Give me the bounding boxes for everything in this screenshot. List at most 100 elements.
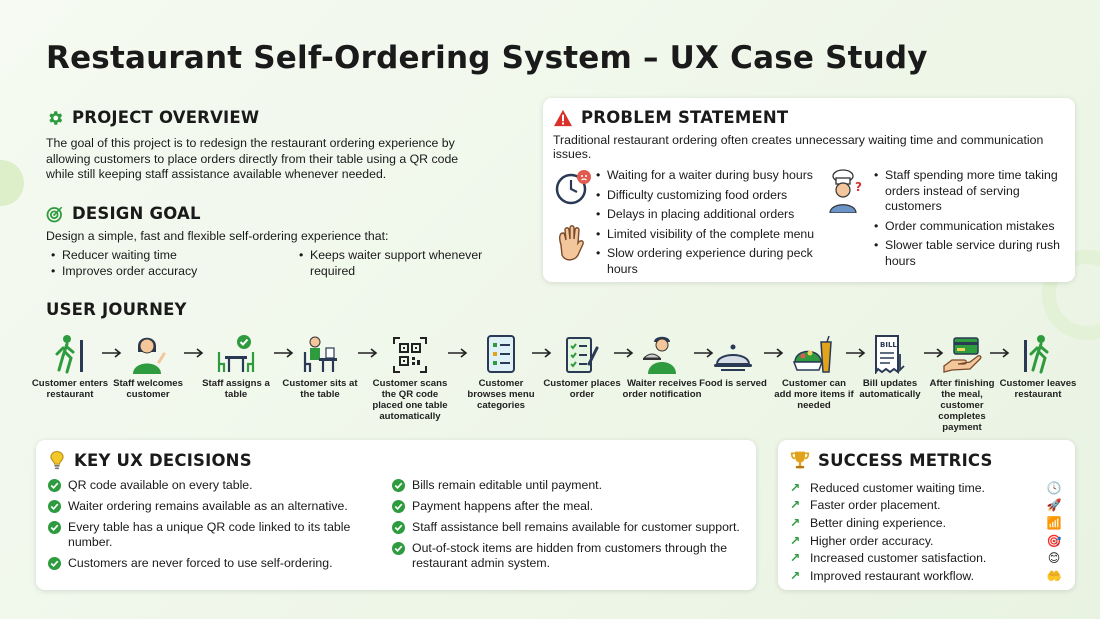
goal-item: Improves order accuracy bbox=[46, 263, 294, 279]
trophy-icon bbox=[790, 451, 810, 469]
problem-statement-card: PROBLEM STATEMENT Traditional restaurant… bbox=[543, 98, 1075, 282]
check-circle-icon bbox=[48, 521, 61, 534]
problem-item: Difficulty customizing food orders bbox=[595, 188, 817, 204]
journey-step-8: Waiter receives order notification bbox=[622, 328, 702, 400]
problem-item: Slow ordering experience during peck hou… bbox=[595, 246, 817, 277]
key-ux-decisions-card: KEY UX DECISIONS QR code available on ev… bbox=[36, 440, 756, 590]
overview-text: The goal of this project is to redesign … bbox=[46, 136, 459, 181]
problem-item: Limited visibility of the complete menu bbox=[595, 227, 817, 243]
trend-up-icon: ↗ bbox=[790, 533, 801, 548]
metric-item: ↗Faster order placement.🚀 bbox=[790, 498, 1062, 513]
warning-icon bbox=[554, 109, 572, 126]
payment-icon bbox=[943, 337, 982, 373]
journey-step-label: Customer places order bbox=[543, 378, 621, 400]
problem-item: Delays in placing additional orders bbox=[595, 207, 817, 223]
hand-coin-icon: 🤲 bbox=[1046, 568, 1062, 583]
check-circle-icon bbox=[48, 500, 61, 513]
metric-item: ↗Higher order accuracy.🎯 bbox=[790, 533, 1062, 548]
arrow-right-icon bbox=[358, 348, 378, 358]
arrow-right-icon bbox=[990, 348, 1010, 358]
arrow-right-icon bbox=[694, 348, 714, 358]
journey-step-12: After finishing the meal, customer compl… bbox=[922, 328, 1002, 433]
bill-icon: BILL bbox=[875, 335, 905, 374]
journey-step-11: BILL Bill updates automatically bbox=[850, 328, 930, 400]
leaving-person-icon bbox=[1024, 335, 1049, 374]
ux-list-left: QR code available on every table. Waiter… bbox=[48, 478, 392, 577]
stressed-clock-icon bbox=[555, 170, 591, 205]
journey-step-6: Customer browses menu categories bbox=[461, 328, 541, 411]
check-circle-icon bbox=[392, 500, 405, 513]
problem-list-left: Waiting for a waiter during busy hours D… bbox=[595, 168, 817, 281]
user-journey-flow: Customer enters restaurant Staff welcome… bbox=[32, 328, 1078, 433]
goal-item: Keeps waiter support whenever required bbox=[294, 247, 484, 279]
journey-step-label: Customer sits at the table bbox=[282, 378, 358, 400]
problem-item: Staff spending more time taking orders i… bbox=[873, 168, 1073, 215]
ux-decision-item: Waiter ordering remains available as an … bbox=[48, 499, 392, 514]
problem-intro: Traditional restaurant ordering often cr… bbox=[553, 133, 1044, 161]
problem-item: Waiting for a waiter during busy hours bbox=[595, 168, 817, 184]
arrow-right-icon bbox=[532, 348, 552, 358]
journey-step-4: Customer sits at the table bbox=[280, 328, 360, 400]
journey-step-label: Staff assigns a table bbox=[202, 378, 270, 400]
journey-step-10: Customer can add more items if needed bbox=[774, 328, 854, 411]
page-title: Restaurant Self-Ordering System – UX Cas… bbox=[46, 40, 928, 76]
metric-item: ↗Reduced customer waiting time.🕓 bbox=[790, 480, 1062, 495]
design-goal: DESIGN GOAL Design a simple, fast and fl… bbox=[46, 204, 486, 279]
journey-step-label: Customer scans the QR code placed one ta… bbox=[372, 378, 448, 422]
trend-up-icon: ↗ bbox=[790, 480, 801, 495]
ux-decision-item: Out-of-stock items are hidden from custo… bbox=[392, 541, 742, 571]
waving-hand-icon bbox=[558, 225, 584, 261]
overview-heading: PROJECT OVERVIEW bbox=[46, 108, 486, 127]
rocket-icon: 🚀 bbox=[1046, 498, 1062, 513]
target-icon: 🎯 bbox=[1046, 533, 1062, 548]
arrow-right-icon bbox=[102, 348, 122, 358]
problem-item: Slower table service during rush hours bbox=[873, 238, 1073, 269]
check-circle-icon bbox=[392, 542, 405, 555]
problem-heading: PROBLEM STATEMENT bbox=[553, 108, 1065, 127]
qr-scan-icon bbox=[393, 337, 427, 373]
ux-decision-item: Payment happens after the meal. bbox=[392, 499, 742, 514]
cloche-icon bbox=[714, 344, 752, 371]
journey-step-1: Customer enters restaurant bbox=[30, 328, 110, 400]
metric-item: ↗Better dining experience.📶 bbox=[790, 515, 1062, 530]
success-metrics-card: SUCCESS METRICS ↗Reduced customer waitin… bbox=[778, 440, 1075, 590]
metric-item: ↗Improved restaurant workflow.🤲 bbox=[790, 568, 1062, 583]
journey-step-label: Food is served bbox=[699, 378, 767, 389]
journey-step-label: Customer leaves restaurant bbox=[999, 378, 1077, 400]
trend-up-icon: ↗ bbox=[790, 498, 801, 513]
seated-customer-icon bbox=[303, 336, 337, 372]
arrow-right-icon bbox=[274, 348, 294, 358]
ux-heading: KEY UX DECISIONS bbox=[48, 450, 744, 470]
order-form-icon bbox=[566, 337, 599, 373]
smile-icon: 😊 bbox=[1047, 551, 1061, 566]
journey-step-label: Customer can add more items if needed bbox=[774, 378, 854, 411]
journey-step-9: Food is served bbox=[693, 328, 773, 389]
trend-up-icon: ↗ bbox=[790, 568, 801, 583]
table-check-icon bbox=[217, 335, 255, 372]
arrow-right-icon bbox=[614, 348, 634, 358]
lightbulb-icon bbox=[50, 451, 64, 470]
goal-heading: DESIGN GOAL bbox=[46, 204, 486, 223]
ux-decision-item: Staff assistance bell remains available … bbox=[392, 520, 742, 535]
goal-item: Reducer waiting time bbox=[46, 247, 294, 263]
journey-step-label: Staff welcomes customer bbox=[113, 378, 183, 400]
journey-step-label: Bill updates automatically bbox=[859, 378, 921, 400]
check-circle-icon bbox=[392, 521, 405, 534]
target-icon bbox=[46, 206, 63, 222]
journey-step-5: Customer scans the QR code placed one ta… bbox=[370, 328, 450, 422]
project-overview: PROJECT OVERVIEW The goal of this projec… bbox=[46, 108, 486, 183]
metric-item: ↗Increased customer satisfaction.😊 bbox=[790, 549, 1063, 567]
journey-step-label: Customer browses menu categories bbox=[467, 378, 535, 411]
check-circle-icon bbox=[48, 557, 61, 570]
ux-list-right: Bills remain editable until payment. Pay… bbox=[392, 478, 742, 577]
arrow-right-icon bbox=[448, 348, 468, 358]
chef-icon: ? bbox=[829, 169, 862, 213]
journey-step-3: Staff assigns a table bbox=[196, 328, 276, 400]
food-drink-icon bbox=[793, 336, 832, 373]
goal-list-right: Keeps waiter support whenever required bbox=[294, 247, 484, 279]
goal-list-left: Reducer waiting time Improves order accu… bbox=[46, 247, 294, 279]
journey-step-13: Customer leaves restaurant bbox=[998, 328, 1078, 400]
problem-item: Order communication mistakes bbox=[873, 219, 1073, 235]
decor-circle bbox=[0, 160, 24, 206]
